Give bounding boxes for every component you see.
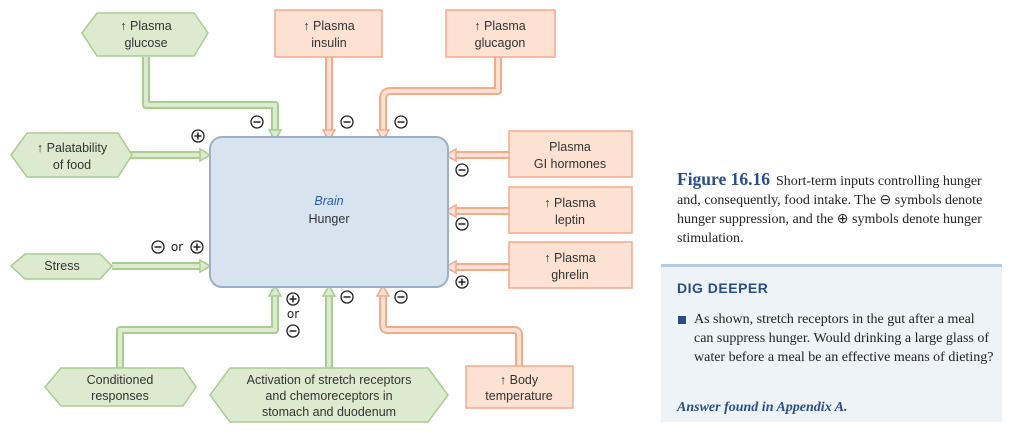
node-label: responses	[91, 389, 149, 403]
green-connectors	[112, 57, 333, 368]
node-label: ↑ Palatability	[37, 141, 108, 155]
node-label: glucose	[124, 36, 167, 50]
minus-icon	[455, 217, 469, 231]
minus-icon	[250, 115, 264, 129]
node-gi-hormones: Plasma GI hormones	[508, 130, 633, 178]
node-label: glucagon	[475, 36, 526, 50]
node-plasma-glucagon: ↑ Plasma glucagon	[445, 9, 556, 58]
node-plasma-ghrelin: ↑ Plasma ghrelin	[508, 241, 633, 289]
node-conditioned-responses: Conditioned responses	[44, 367, 197, 407]
node-body-temperature: ↑ Body temperature	[465, 365, 574, 409]
node-label: ghrelin	[551, 268, 589, 282]
node-stretch-receptors: Activation of stretch receptors and chem…	[209, 367, 449, 423]
plus-icon	[455, 275, 469, 289]
or-label: or	[171, 240, 183, 254]
node-label: Stress	[44, 259, 79, 273]
figure-caption-text: Short-term inputs controlling hunger and…	[677, 174, 983, 246]
node-label: insulin	[311, 36, 346, 50]
node-stress: Stress	[9, 253, 114, 280]
minus-icon	[394, 115, 408, 129]
minus-icon	[286, 324, 300, 338]
arrowheads	[199, 129, 457, 297]
dig-deeper-title: DIG DEEPER	[677, 280, 769, 296]
plus-icon	[286, 292, 300, 306]
bullet-icon	[678, 316, 686, 324]
node-label: and chemoreceptors in	[265, 389, 392, 403]
effect-symbols: or or	[151, 115, 469, 338]
node-label: Conditioned	[87, 373, 154, 387]
brain-title: Brain	[314, 194, 343, 208]
orange-connectors	[325, 57, 523, 366]
node-palatability: ↑ Palatability of food	[10, 132, 133, 178]
node-label: ↑ Plasma	[544, 251, 595, 265]
minus-icon	[151, 240, 165, 254]
node-label: leptin	[555, 213, 585, 227]
node-label: GI hormones	[534, 157, 606, 171]
node-plasma-glucose: ↑ Plasma glucose	[81, 12, 209, 57]
node-label: Plasma	[549, 140, 591, 154]
hunger-diagram: Brain Hunger ↑ Plasma glucose ↑ Palatabi…	[9, 9, 633, 423]
node-label: Activation of stretch receptors	[247, 373, 412, 387]
node-label: ↑ Plasma	[474, 19, 525, 33]
node-label: of food	[53, 158, 91, 172]
dig-deeper-answer: Answer found in Appendix A.	[677, 400, 848, 415]
or-label: or	[287, 307, 299, 321]
node-label: ↑ Plasma	[303, 19, 354, 33]
node-plasma-insulin: ↑ Plasma insulin	[274, 9, 383, 58]
node-label: ↑ Body	[500, 373, 539, 387]
brain-subtitle: Hunger	[309, 212, 350, 226]
node-label: temperature	[485, 389, 552, 403]
minus-icon	[340, 115, 354, 129]
minus-icon	[394, 290, 408, 304]
dig-deeper-panel: DIG DEEPER As shown, stretch receptors i…	[661, 264, 1002, 422]
node-label: ↑ Plasma	[120, 19, 171, 33]
dig-deeper-question: As shown, stretch receptors in the gut a…	[694, 312, 994, 365]
plus-icon	[190, 240, 204, 254]
minus-icon	[340, 290, 354, 304]
plus-icon	[191, 129, 205, 143]
brain-node: Brain Hunger	[209, 136, 449, 288]
node-plasma-leptin: ↑ Plasma leptin	[508, 186, 633, 234]
minus-icon	[455, 163, 469, 177]
node-label: ↑ Plasma	[544, 196, 595, 210]
figure-label: Figure 16.16	[677, 169, 771, 189]
node-label: stomach and duodenum	[262, 405, 396, 419]
